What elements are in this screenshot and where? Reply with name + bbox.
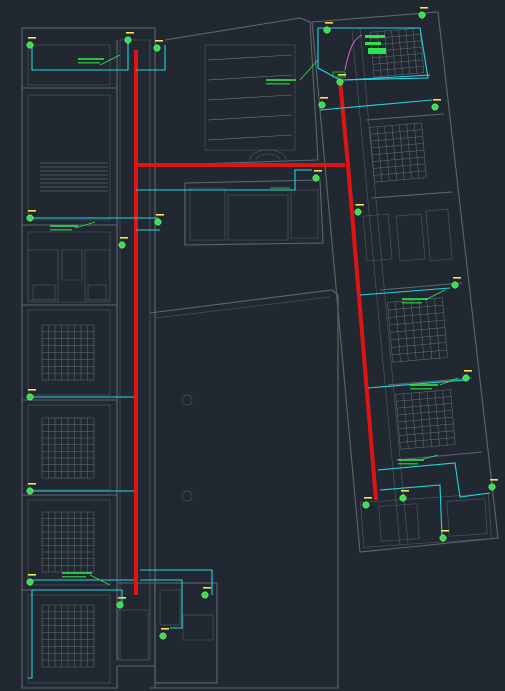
access-point-icon (439, 534, 447, 542)
device-tag (156, 214, 164, 216)
center-building-walls (164, 17, 324, 246)
access-point-icon (312, 174, 320, 182)
east-wing-walls (311, 11, 499, 553)
device-tag (28, 483, 36, 485)
access-point-icon (26, 214, 34, 222)
device-tag (161, 628, 169, 630)
access-point-icon (318, 101, 326, 109)
access-point-icon (431, 103, 439, 111)
device-tag (433, 99, 441, 101)
device-tag (28, 389, 36, 391)
device-tag (155, 40, 163, 42)
access-point-icon (154, 218, 162, 226)
access-point-icon (362, 501, 370, 509)
ceiling-grid-room-a (41, 324, 95, 381)
access-point-icon (201, 591, 209, 599)
device-tag (441, 530, 449, 532)
access-point-icon (26, 578, 34, 586)
ceiling-grid-room-b (41, 417, 95, 479)
ceiling-grid-room-d (41, 604, 95, 668)
access-point-icon (118, 241, 126, 249)
device-tag (490, 479, 498, 481)
device-tag (401, 490, 409, 492)
device-tag (118, 597, 126, 599)
access-point-icon (323, 26, 331, 34)
device-tag (28, 210, 36, 212)
access-point-icon (336, 78, 344, 86)
device-tag (420, 7, 428, 9)
device-tag (120, 237, 128, 239)
west-wing-stairs (27, 162, 111, 301)
access-point-icon (153, 44, 161, 52)
device-tag (28, 37, 36, 39)
device-tag (126, 32, 134, 34)
ceiling-grid-room-f (369, 122, 427, 183)
east-wing-ceiling-grids (369, 27, 456, 450)
courtyard (149, 289, 339, 689)
highlight-run (344, 34, 363, 71)
device-tag (356, 204, 364, 206)
device-tag (338, 74, 346, 76)
access-points (26, 7, 498, 640)
access-point-icon (462, 374, 470, 382)
access-point-icon (124, 36, 132, 44)
annotation-leaders (74, 54, 459, 586)
access-point-icon (26, 393, 34, 401)
access-point-icon (26, 41, 34, 49)
south-annex-walls (117, 582, 218, 684)
ceiling-grid-room-c (41, 511, 95, 573)
west-wing-ceiling-grids (41, 324, 95, 668)
device-tag (364, 497, 372, 499)
access-point-icon (488, 483, 496, 491)
ceiling-grid-room-g (387, 297, 448, 363)
ceiling-grid-room-h (395, 389, 456, 450)
access-point-icon (451, 281, 459, 289)
access-point-icon (399, 494, 407, 502)
device-tag (320, 97, 328, 99)
device-tag (464, 370, 472, 372)
access-point-icon (354, 208, 362, 216)
device-tag (203, 587, 211, 589)
access-point-icon (418, 11, 426, 19)
device-tag (325, 22, 333, 24)
device-tag (453, 277, 461, 279)
device-tag (28, 574, 36, 576)
access-point-icon (26, 487, 34, 495)
device-tag (314, 170, 322, 172)
access-point-icon (116, 601, 124, 609)
access-point-icon (159, 632, 167, 640)
